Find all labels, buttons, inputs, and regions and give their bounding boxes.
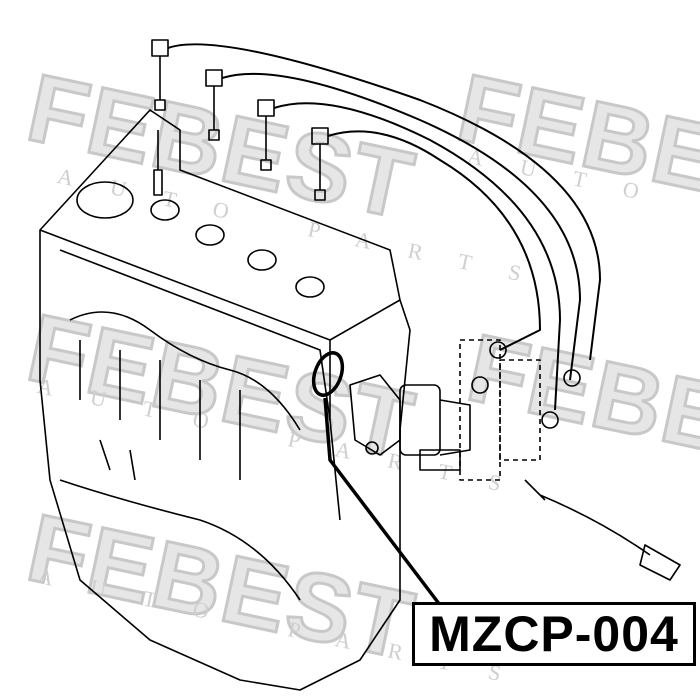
engine-block xyxy=(39,109,411,691)
o-ring xyxy=(311,351,345,397)
spark-plug xyxy=(153,130,163,196)
oil-cap xyxy=(76,181,134,219)
distributor xyxy=(349,339,581,481)
ignition-leads xyxy=(151,39,601,411)
sensor-cable xyxy=(524,479,681,581)
part-number-label: MZCP-004 xyxy=(412,602,696,666)
leader-line xyxy=(323,397,442,607)
